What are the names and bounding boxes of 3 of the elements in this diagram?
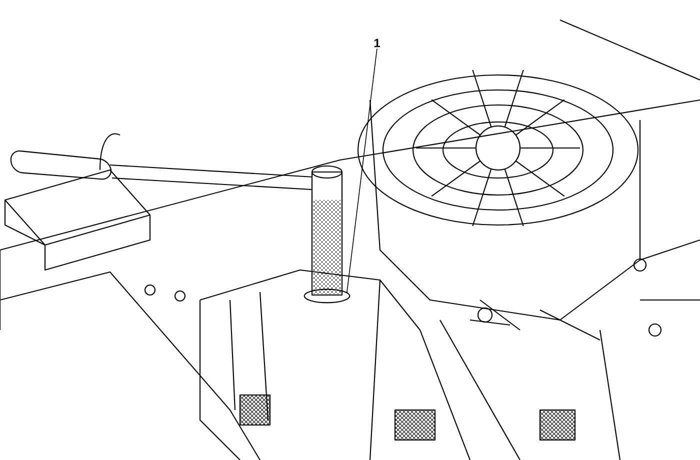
seal-ring: [304, 288, 350, 304]
leader-line: [346, 48, 378, 294]
callout-number: 1: [374, 38, 380, 48]
